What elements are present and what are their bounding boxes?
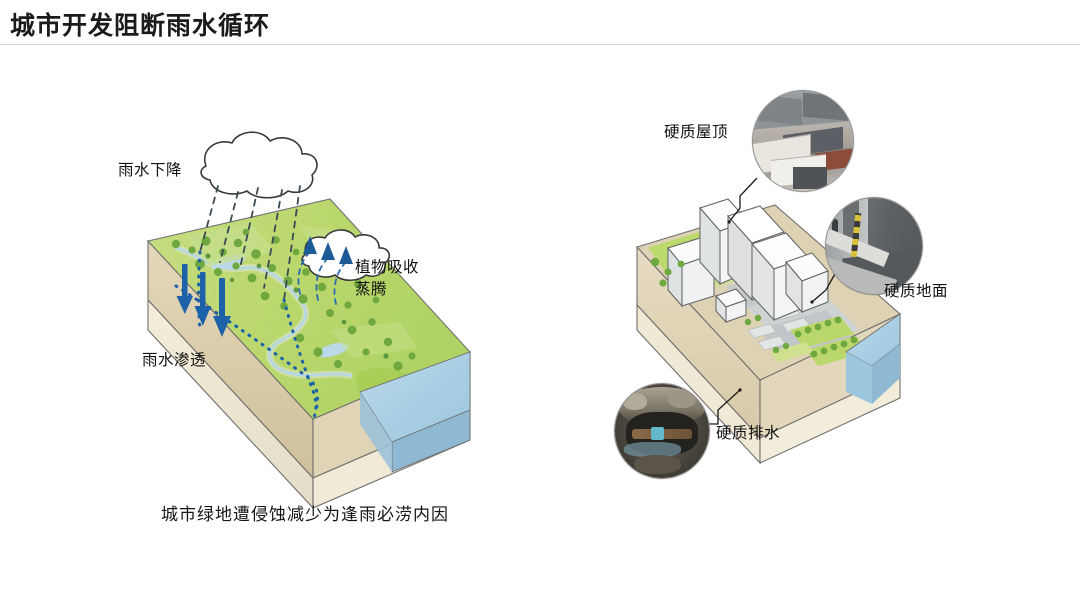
label-hard-drainage: 硬质排水 [716,425,781,442]
label-infiltration: 雨水渗透 [142,352,207,369]
drain-photo [614,383,710,479]
right-block-group [636,177,901,465]
label-transpiration: 植物吸收 蒸腾 [355,259,420,298]
transpiration-arrows [297,236,353,305]
urban-buildings [667,198,829,324]
label-hard-ground: 硬质地面 [884,283,949,300]
rain-dashes [199,185,301,301]
title-divider [0,44,1080,45]
street-photo-image [826,198,922,294]
leader-dots [727,220,814,392]
left-water-left [360,392,392,472]
roof-photo-image [753,91,853,191]
street-photo [825,197,923,295]
roof-photo [752,90,854,192]
label-hard-roof: 硬质屋顶 [664,124,729,141]
right-water-front [872,344,900,404]
right-trees [650,257,858,358]
drain-photo-image [615,384,709,478]
slide-caption: 城市绿地遭侵蚀减少为逢雨必涝内因 [161,505,449,524]
downward-infiltration-arrows [176,264,231,337]
label-rainfall: 雨水下降 [118,162,183,179]
right-water-left [846,352,872,404]
cloud-large [200,131,318,199]
left-block-group [146,131,471,510]
page-title: 城市开发阻断雨水循环 [10,12,271,40]
